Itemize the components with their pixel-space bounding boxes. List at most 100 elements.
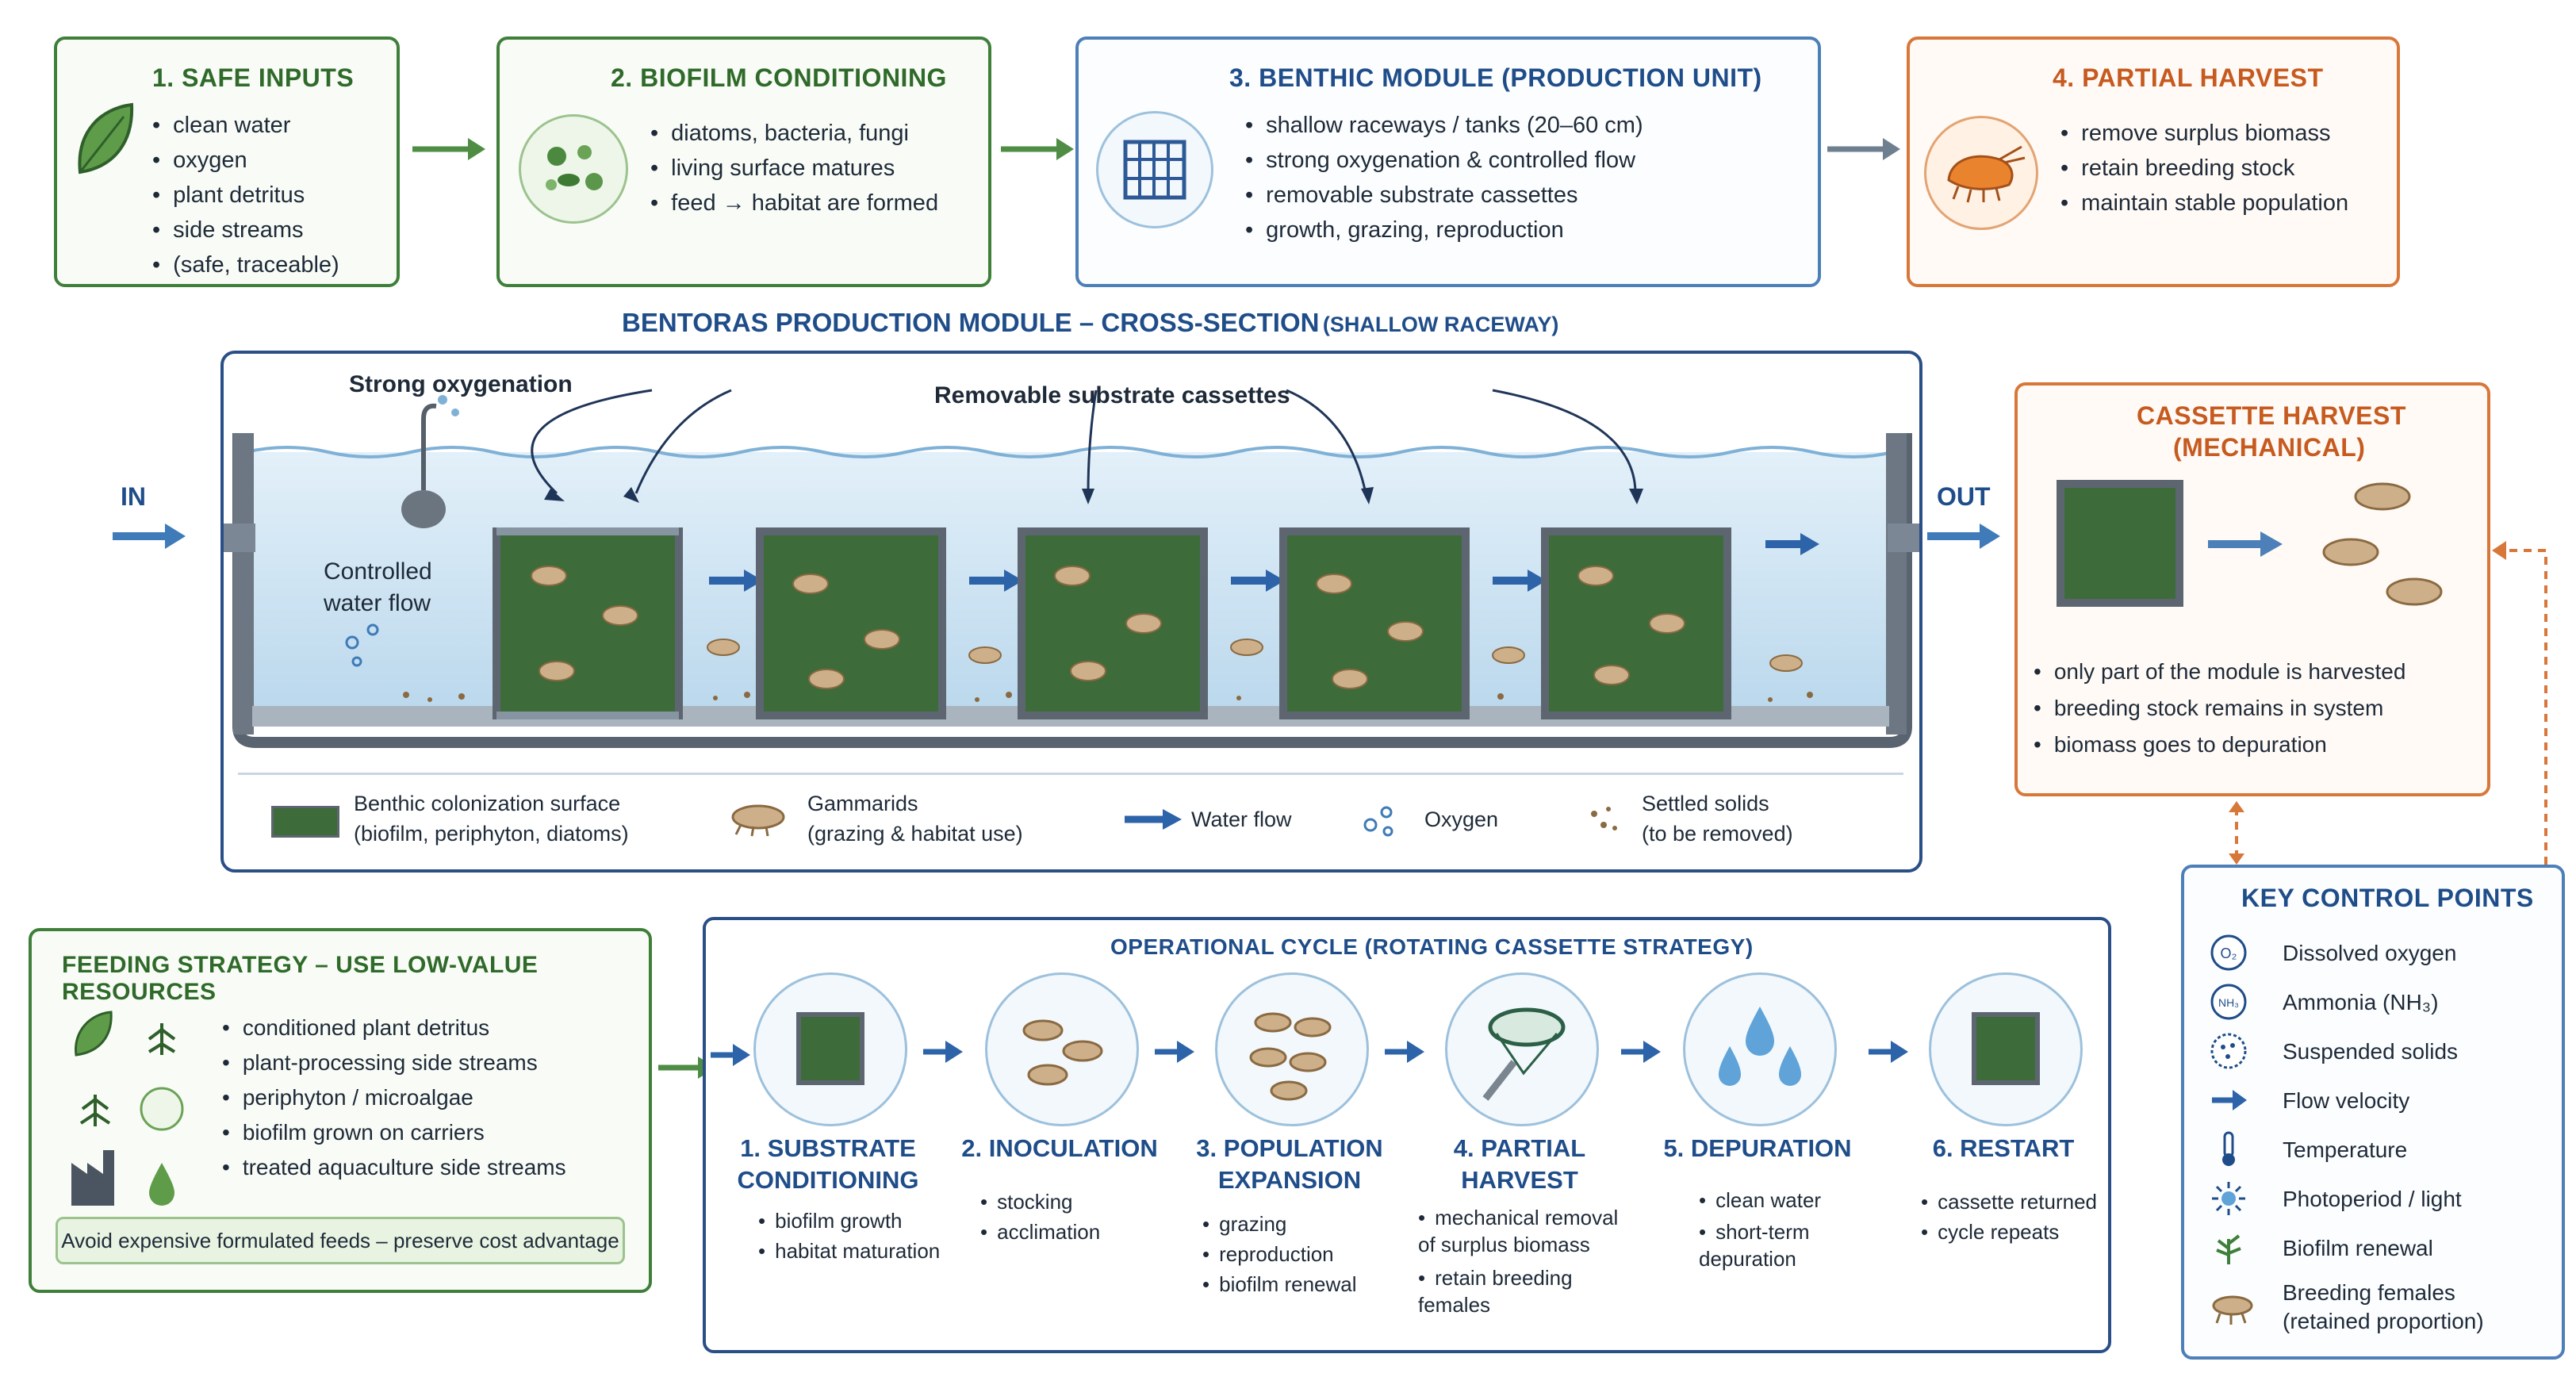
step-list: cassette returned cycle repeats (1921, 1187, 2097, 1247)
amphipod-icon (1924, 116, 2038, 230)
step-title-line: 5. DEPURATION (1663, 1134, 1852, 1162)
cross-section-title-suffix: (SHALLOW RACEWAY) (1322, 313, 1559, 336)
oxygenation-label: Strong oxygenation (349, 371, 573, 397)
out-label: OUT (1937, 482, 1991, 511)
substrate-cassette (493, 527, 683, 719)
partial-harvest-list: remove surplus biomass retain breeding s… (2060, 116, 2348, 221)
list-item: reproduction (1202, 1239, 1357, 1269)
cassette-harvest-title-2: (MECHANICAL) (2173, 433, 2366, 462)
benthic-module-title: 3. BENTHIC MODULE (PRODUCTION UNIT) (1229, 63, 1762, 92)
kcp-label: Biofilm renewal (2283, 1236, 2433, 1260)
water-flow-arrow-icon (1125, 809, 1182, 830)
list-item: periphyton / microalgae (222, 1080, 566, 1115)
legend-line: Gammarids (807, 792, 918, 815)
biofilm-conditioning-box: 2. BIOFILM CONDITIONING diatoms, bacteri… (496, 36, 991, 287)
list-item: living surface matures (650, 151, 938, 186)
legend (238, 773, 1903, 862)
list-item: remove surplus biomass (2060, 116, 2348, 151)
arrow-right-icon (1001, 138, 1074, 160)
feeding-strategy-list: conditioned plant detritus plant-process… (222, 1011, 566, 1185)
biofilm-icon (2209, 1228, 2248, 1268)
legend-solids-label: Settled solids (to be removed) (1642, 788, 1793, 849)
legend-gammarids-label: Gammarids (grazing & habitat use) (807, 788, 1023, 849)
harvest-cassette-icon (2057, 480, 2443, 607)
list-item: biomass goes to depuration (2034, 727, 2405, 763)
kcp-label: Suspended solids (2283, 1039, 2459, 1064)
arrow-right-icon (1621, 1041, 1661, 1063)
biofilm-conditioning-title: 2. BIOFILM CONDITIONING (611, 63, 947, 92)
list-item: breeding stock remains in system (2034, 690, 2405, 727)
safe-inputs-list: clean water oxygen plant detritus side s… (152, 108, 339, 282)
list-item: treated aquaculture side streams (222, 1150, 566, 1185)
gammarid-icon (731, 804, 785, 837)
step-title-line: 1. SUBSTRATE (740, 1134, 916, 1162)
thermometer-icon (2209, 1130, 2248, 1169)
step-title: 5. DEPURATION (1654, 1133, 1861, 1164)
step-list: clean water short-term depuration (1699, 1187, 1873, 1272)
light-icon (2209, 1179, 2248, 1218)
arrow-right-icon (412, 138, 485, 160)
list-item: side streams (152, 213, 339, 247)
list-item: clean water (1699, 1187, 1873, 1214)
kcp-label: Dissolved oxygen (2283, 941, 2457, 965)
step-population-expansion-icon (1215, 972, 1369, 1126)
kcp-label-line: (retained proportion) (2283, 1309, 2484, 1333)
cassette-harvest-box: CASSETTE HARVEST (MECHANICAL) only part … (2014, 382, 2490, 796)
safe-inputs-title: 1. SAFE INPUTS (152, 63, 355, 92)
step-title-line: 2. INOCULATION (961, 1134, 1158, 1162)
list-item: strong oxygenation & controlled flow (1245, 143, 1643, 178)
list-item: plant-processing side streams (222, 1045, 566, 1080)
step-list: stocking acclimation (980, 1187, 1100, 1247)
step-title: 4. PARTIAL HARVEST (1416, 1133, 1623, 1196)
list-item: clean water (152, 108, 339, 143)
list-item: feed → habitat are formed (650, 186, 938, 221)
flow-velocity-icon (2209, 1080, 2248, 1120)
step-title: 1. SUBSTRATE CONDITIONING (725, 1133, 931, 1196)
cross-section-title: BENTORAS PRODUCTION MODULE – CROSS-SECTI… (622, 308, 1558, 338)
kcp-label: Photoperiod / light (2283, 1187, 2462, 1211)
arrow-right-icon (1869, 1041, 1908, 1063)
substrate-cassette (1018, 527, 1208, 719)
list-item: retain breeding stock (2060, 151, 2348, 186)
biofilm-conditioning-list: diatoms, bacteria, fungi living surface … (650, 116, 938, 221)
cassettes-label: Removable substrate cassettes (934, 382, 1290, 408)
kcp-label-line: Breeding females (2283, 1280, 2455, 1305)
cassette-harvest-title-1: CASSETTE HARVEST (2137, 401, 2406, 430)
list-item: retain breeding females (1418, 1264, 1640, 1318)
list-item: acclimation (980, 1217, 1100, 1247)
dashed-connector (2229, 801, 2244, 865)
inflow-arrow-icon (113, 524, 186, 549)
feeding-note: Avoid expensive formulated feeds – prese… (56, 1217, 625, 1264)
legend-oxygen-label: Oxygen (1424, 807, 1499, 831)
arrow-right-icon (1827, 138, 1900, 160)
kcp-label: Flow velocity (2283, 1088, 2410, 1113)
arrow-right-icon (711, 1044, 750, 1066)
flow-label-2: water flow (324, 590, 431, 616)
list-item: oxygen (152, 143, 339, 178)
dashed-return-connector (2492, 541, 2547, 865)
list-item: cassette returned (1921, 1187, 2097, 1217)
list-item: plant detritus (152, 178, 339, 213)
step-title: 3. POPULATION EXPANSION (1186, 1133, 1393, 1196)
operational-cycle-box: OPERATIONAL CYCLE (ROTATING CASSETTE STR… (703, 917, 2111, 1353)
cassette-harvest-list: only part of the module is harvested bre… (2034, 654, 2406, 763)
outflow-arrow-icon (1927, 524, 2000, 549)
kcp-label: Breeding females (retained proportion) (2283, 1279, 2484, 1336)
list-item: (safe, traceable) (152, 247, 339, 282)
step-inoculation-icon (985, 972, 1139, 1126)
list-item: biofilm growth (758, 1206, 940, 1236)
biofilm-swatch-icon (271, 806, 339, 838)
benthic-module-list: shallow raceways / tanks (20–60 cm) stro… (1245, 108, 1643, 247)
nh3-glyph: NH₃ (2218, 996, 2239, 1009)
step-list: biofilm growth habitat maturation (758, 1206, 940, 1266)
step-title-line: 6. RESTART (1932, 1134, 2075, 1162)
legend-line: Settled solids (1642, 792, 1769, 815)
list-item: maintain stable population (2060, 186, 2348, 221)
step-title-line: HARVEST (1461, 1166, 1578, 1194)
feed-icons (71, 1011, 184, 1206)
list-item: growth, grazing, reproduction (1245, 213, 1643, 247)
legend-flow-label: Water flow (1191, 807, 1292, 831)
legend-biofilm-label: Benthic colonization surface (biofilm, p… (354, 788, 629, 849)
list-item: shallow raceways / tanks (20–60 cm) (1245, 108, 1643, 143)
settled-solids-icon (1591, 807, 1617, 830)
